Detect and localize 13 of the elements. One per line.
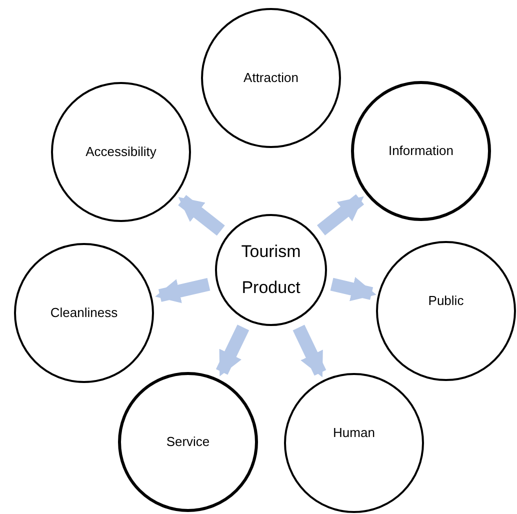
node-label: Attraction <box>244 70 298 86</box>
block-arrow <box>292 324 326 378</box>
node-label: Public <box>428 293 464 309</box>
block-arrow <box>178 195 225 236</box>
node-label: Tourism Product <box>240 241 302 299</box>
node-label: Information <box>388 143 454 159</box>
node-label: Cleanliness <box>50 305 118 321</box>
block-arrow <box>330 277 376 302</box>
node-label: Service <box>166 434 210 450</box>
block-arrow <box>316 194 364 236</box>
block-arrow <box>155 278 210 304</box>
node-label: Human <box>333 425 375 441</box>
node-label: Accessibility <box>86 144 156 160</box>
